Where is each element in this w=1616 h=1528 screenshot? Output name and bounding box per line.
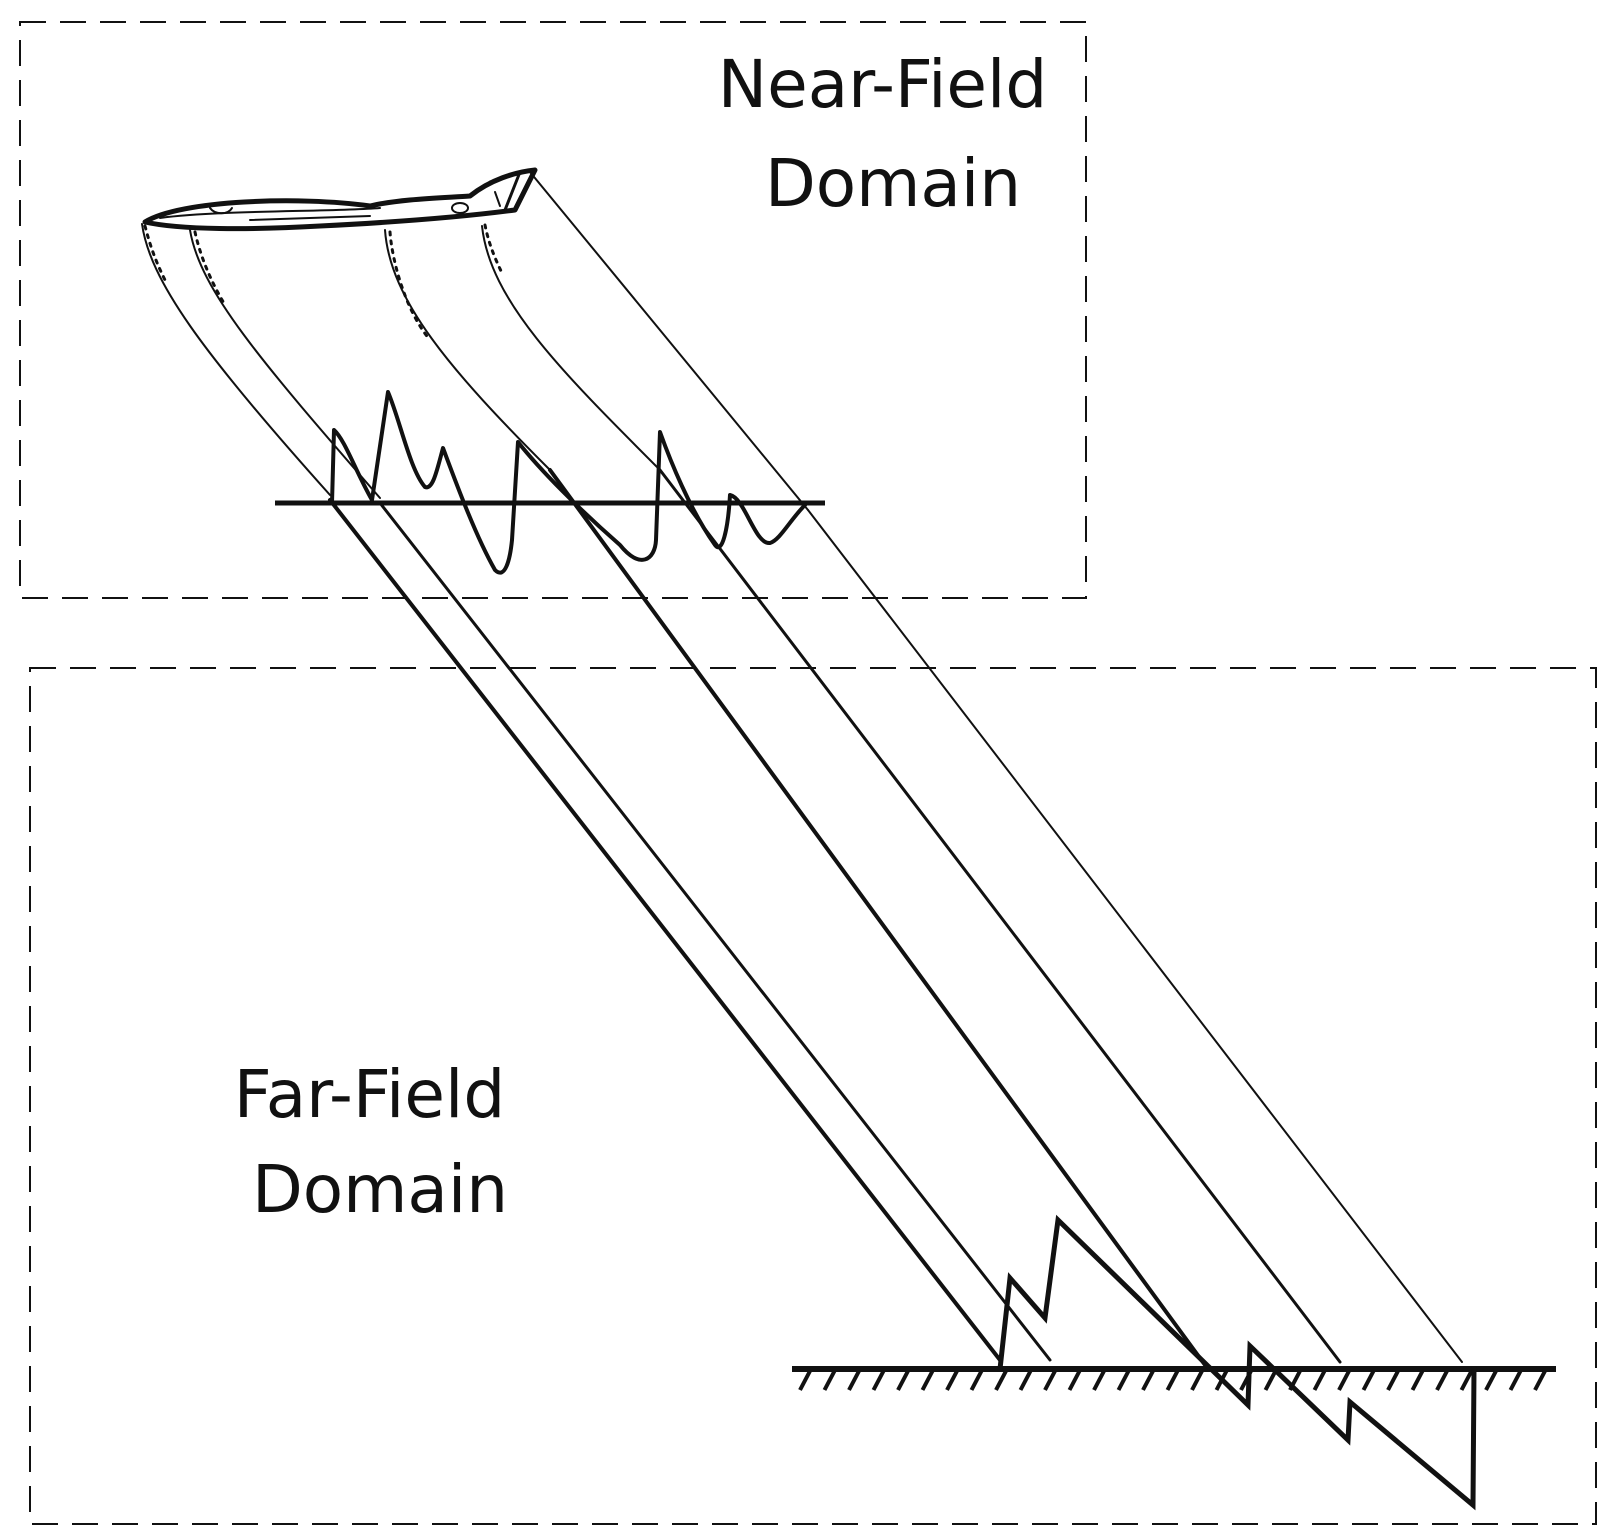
ground-hatch-mark bbox=[969, 1370, 984, 1391]
far-field-label-line1: Far-Field bbox=[234, 1056, 505, 1133]
near-field-label-line1: Near-Field bbox=[718, 46, 1047, 123]
ground-hatch-mark bbox=[994, 1370, 1008, 1391]
ground-hatch-mark bbox=[945, 1370, 959, 1391]
far-field-pressure-signature bbox=[997, 1214, 1477, 1511]
ground-hatch-mark bbox=[1484, 1370, 1498, 1391]
ground-hatch-mark bbox=[1165, 1370, 1180, 1391]
ground-hatch-mark bbox=[1092, 1370, 1106, 1391]
ground-hatching bbox=[798, 1370, 1547, 1391]
ground-hatch-mark bbox=[1116, 1370, 1131, 1391]
ground-hatch-mark bbox=[1190, 1370, 1204, 1391]
ground-hatch-mark bbox=[1459, 1370, 1474, 1391]
ground-hatch-mark bbox=[920, 1370, 935, 1391]
near-field-label-line2: Domain bbox=[765, 145, 1021, 222]
ground-hatch-mark bbox=[1067, 1370, 1082, 1391]
near-field-boundary bbox=[19, 21, 1087, 599]
ground-hatch-mark bbox=[822, 1370, 837, 1391]
ray-line bbox=[328, 498, 1002, 1362]
aircraft-icon bbox=[142, 167, 538, 232]
ground-hatch-mark bbox=[1533, 1370, 1547, 1391]
ground-hatch-mark bbox=[1435, 1370, 1449, 1391]
ground-hatch-mark bbox=[1361, 1370, 1376, 1391]
ray-line bbox=[141, 223, 331, 496]
ground-hatch-mark bbox=[1043, 1370, 1057, 1391]
ray-line bbox=[658, 468, 1342, 1364]
ray-line bbox=[384, 229, 551, 471]
ground-hatch-mark bbox=[1410, 1370, 1425, 1391]
ground-hatch-mark bbox=[1141, 1370, 1155, 1391]
far-field-label-line2: Domain bbox=[252, 1151, 508, 1228]
ground-hatch-mark bbox=[1263, 1370, 1278, 1391]
near-field-label: Near-Field Domain bbox=[718, 46, 1068, 222]
ground-hatch-mark bbox=[896, 1370, 910, 1391]
shock-front-dotted-lines bbox=[143, 223, 505, 342]
ray-line bbox=[529, 171, 809, 511]
ground-hatch-mark bbox=[847, 1370, 861, 1391]
ray-line bbox=[378, 501, 1052, 1362]
ground-hatch-mark bbox=[871, 1370, 886, 1391]
ray-line bbox=[807, 509, 1463, 1363]
ground-hatch-mark bbox=[1508, 1370, 1523, 1391]
propagation-rays bbox=[141, 171, 1463, 1367]
ground-hatch-mark bbox=[1337, 1370, 1351, 1391]
far-field-boundary bbox=[29, 667, 1597, 1525]
ground-hatch-mark bbox=[1312, 1370, 1327, 1391]
ground-hatch-mark bbox=[1018, 1370, 1033, 1391]
near-field-pressure-signature bbox=[330, 390, 807, 575]
ground-hatch-mark bbox=[798, 1370, 812, 1391]
far-field-label: Far-Field Domain bbox=[234, 1056, 526, 1228]
ray-line bbox=[189, 229, 381, 499]
ray-line bbox=[481, 225, 661, 471]
ground-hatch-mark bbox=[1386, 1370, 1400, 1391]
ray-line bbox=[548, 468, 1207, 1367]
